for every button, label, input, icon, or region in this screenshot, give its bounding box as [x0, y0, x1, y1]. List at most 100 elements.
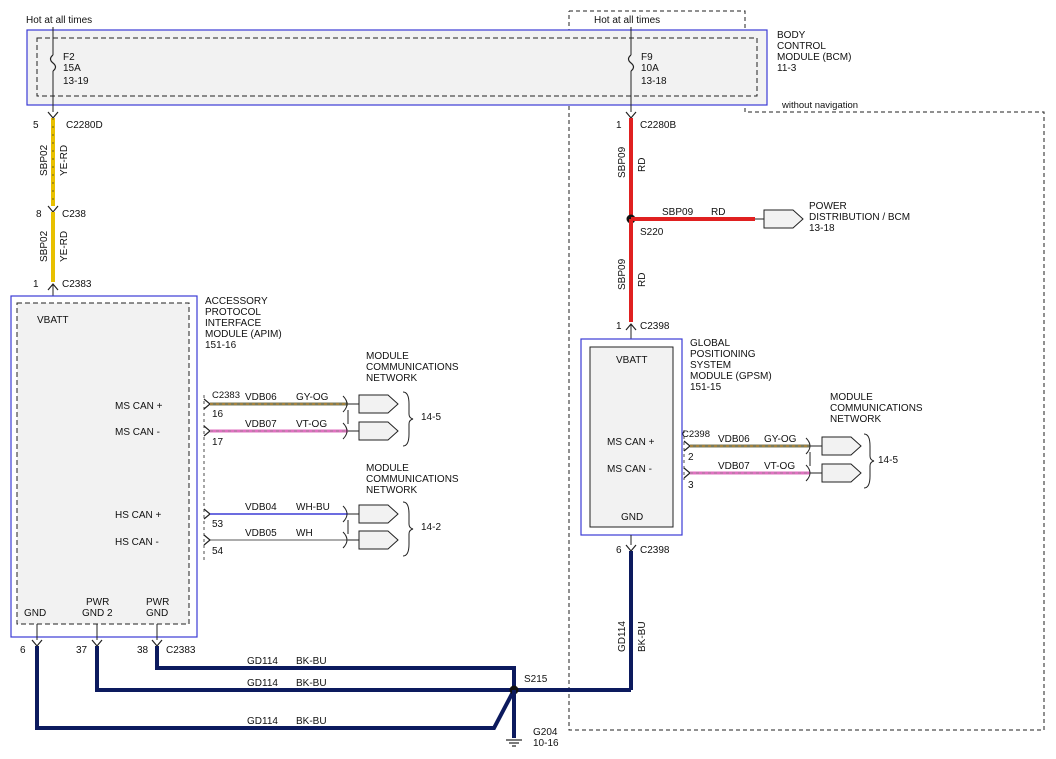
- mcn2-connector-plus: [358, 504, 399, 524]
- svg-text:MODULE (APIM): MODULE (APIM): [205, 329, 282, 340]
- svg-text:INTERFACE: INTERFACE: [205, 318, 261, 329]
- svg-text:C2398: C2398: [640, 321, 670, 332]
- bcm-title: BODY CONTROL MODULE (BCM) 11-3: [777, 30, 851, 74]
- svg-text:RD: RD: [637, 158, 648, 172]
- svg-text:C2383: C2383: [166, 645, 196, 656]
- svg-text:VDB07: VDB07: [718, 461, 750, 472]
- svg-text:GND 2: GND 2: [82, 608, 113, 619]
- svg-text:MODULE: MODULE: [830, 392, 873, 403]
- apim-pwr-gnd: PWR GND: [146, 597, 169, 619]
- svg-text:GLOBAL: GLOBAL: [690, 338, 730, 349]
- svg-text:C2280D: C2280D: [66, 120, 103, 131]
- svg-text:151-15: 151-15: [690, 382, 722, 393]
- gpsm-gnd: GND: [621, 512, 643, 523]
- svg-text:NETWORK: NETWORK: [366, 485, 417, 496]
- svg-text:8: 8: [36, 209, 42, 220]
- gpsm-inner: [589, 346, 674, 528]
- svg-text:GY-OG: GY-OG: [296, 392, 329, 403]
- svg-text:151-16: 151-16: [205, 340, 237, 351]
- svg-text:MODULE: MODULE: [366, 351, 409, 362]
- svg-text:DISTRIBUTION / BCM: DISTRIBUTION / BCM: [809, 212, 910, 223]
- mcn3-connector-minus: [821, 463, 862, 483]
- connector-c238-symbol: [47, 205, 59, 213]
- svg-text:SYSTEM: SYSTEM: [690, 360, 731, 371]
- svg-text:GD114: GD114: [247, 716, 278, 727]
- mcn1-connector-minus: [358, 421, 399, 441]
- connector-c2398-gnd-symbol: [625, 544, 637, 552]
- svg-text:GD114: GD114: [617, 621, 628, 652]
- svg-text:COMMUNICATIONS: COMMUNICATIONS: [366, 474, 459, 485]
- wire-gd114-pin37: [95, 646, 631, 692]
- svg-text:BODY: BODY: [777, 30, 806, 41]
- svg-text:RD: RD: [637, 273, 648, 287]
- svg-text:MODULE (BCM): MODULE (BCM): [777, 52, 851, 63]
- svg-text:BK-BU: BK-BU: [296, 656, 327, 667]
- wire-gd114-pin6: [35, 646, 516, 730]
- svg-text:1: 1: [33, 279, 39, 290]
- svg-text:11-3: 11-3: [777, 63, 797, 74]
- svg-text:13-18: 13-18: [809, 223, 835, 234]
- wire-sbp02-lower-circuit: SBP02: [39, 230, 50, 262]
- svg-text:13-19: 13-19: [63, 76, 89, 87]
- apim-ms-can-plus: MS CAN +: [115, 401, 163, 412]
- svg-text:C2398: C2398: [682, 429, 710, 440]
- ground-g204-label: G204: [533, 727, 558, 738]
- apim-ms-can-minus: MS CAN -: [115, 427, 160, 438]
- fuse-f9-label: F9 10A 13-18: [641, 52, 667, 87]
- svg-text:NETWORK: NETWORK: [830, 414, 881, 425]
- wire-sbp02-lower-color: YE-RD: [59, 231, 70, 262]
- mcn2-connector-minus: [358, 530, 399, 550]
- gpsm-vbatt: VBATT: [616, 355, 647, 366]
- svg-text:VDB05: VDB05: [245, 528, 277, 539]
- svg-text:VT-OG: VT-OG: [296, 419, 327, 430]
- svg-text:BK-BU: BK-BU: [296, 716, 327, 727]
- svg-text:POWER: POWER: [809, 201, 847, 212]
- svg-text:6: 6: [20, 645, 26, 656]
- power-distribution-label: POWER DISTRIBUTION / BCM 13-18: [809, 201, 910, 234]
- svg-text:VDB07: VDB07: [245, 419, 277, 430]
- svg-text:F9: F9: [641, 52, 653, 63]
- apim-gnd: GND: [24, 608, 46, 619]
- fuse-f2-symbol: [49, 54, 57, 72]
- svg-text:VDB06: VDB06: [718, 434, 750, 445]
- svg-text:SBP09: SBP09: [617, 146, 628, 178]
- svg-text:RD: RD: [711, 207, 725, 218]
- gpsm-title: GLOBAL POSITIONING SYSTEM MODULE (GPSM) …: [690, 338, 772, 393]
- fuse-f2-label: F2 15A 13-19: [63, 52, 89, 87]
- gpsm-ms-can-minus: MS CAN -: [607, 464, 652, 475]
- svg-text:CONTROL: CONTROL: [777, 41, 826, 52]
- svg-text:COMMUNICATIONS: COMMUNICATIONS: [830, 403, 923, 414]
- svg-text:BK-BU: BK-BU: [296, 678, 327, 689]
- power-distribution-connector: [763, 209, 804, 229]
- svg-text:PWR: PWR: [86, 597, 109, 608]
- wire-gd114-pin38: [155, 646, 516, 690]
- svg-text:VDB04: VDB04: [245, 502, 277, 513]
- svg-text:15A: 15A: [63, 63, 81, 74]
- svg-text:3: 3: [688, 480, 694, 491]
- mcn3-ref: 14-5: [878, 455, 898, 466]
- apim-title: ACCESSORY PROTOCOL INTERFACE MODULE (API…: [205, 296, 282, 351]
- svg-text:6: 6: [616, 545, 622, 556]
- bcm-inner-dashed: [36, 37, 758, 97]
- bcm-box: [26, 29, 768, 106]
- svg-text:GY-OG: GY-OG: [764, 434, 797, 445]
- hot-at-all-times-right: Hot at all times: [594, 15, 660, 26]
- svg-text:37: 37: [76, 645, 88, 656]
- wire-sbp02-upper-color: YE-RD: [59, 145, 70, 176]
- svg-text:2: 2: [688, 452, 694, 463]
- svg-text:C2383: C2383: [212, 390, 240, 401]
- svg-text:GND: GND: [146, 608, 168, 619]
- gpsm-ms-can-plus: MS CAN +: [607, 437, 655, 448]
- svg-text:C238: C238: [62, 209, 86, 220]
- mcn3-connector-plus: [821, 436, 862, 456]
- apim-hs-can-minus: HS CAN -: [115, 537, 159, 548]
- svg-text:VDB06: VDB06: [245, 392, 277, 403]
- mcn1-ref: 14-5: [421, 412, 441, 423]
- ground-g204-ref: 10-16: [533, 738, 559, 749]
- svg-text:GD114: GD114: [247, 656, 278, 667]
- connector-c2280b-symbol: [625, 111, 637, 119]
- mcn3-label: MODULE COMMUNICATIONS NETWORK: [830, 392, 923, 425]
- ground-g204-symbol: [506, 739, 522, 747]
- svg-text:10A: 10A: [641, 63, 659, 74]
